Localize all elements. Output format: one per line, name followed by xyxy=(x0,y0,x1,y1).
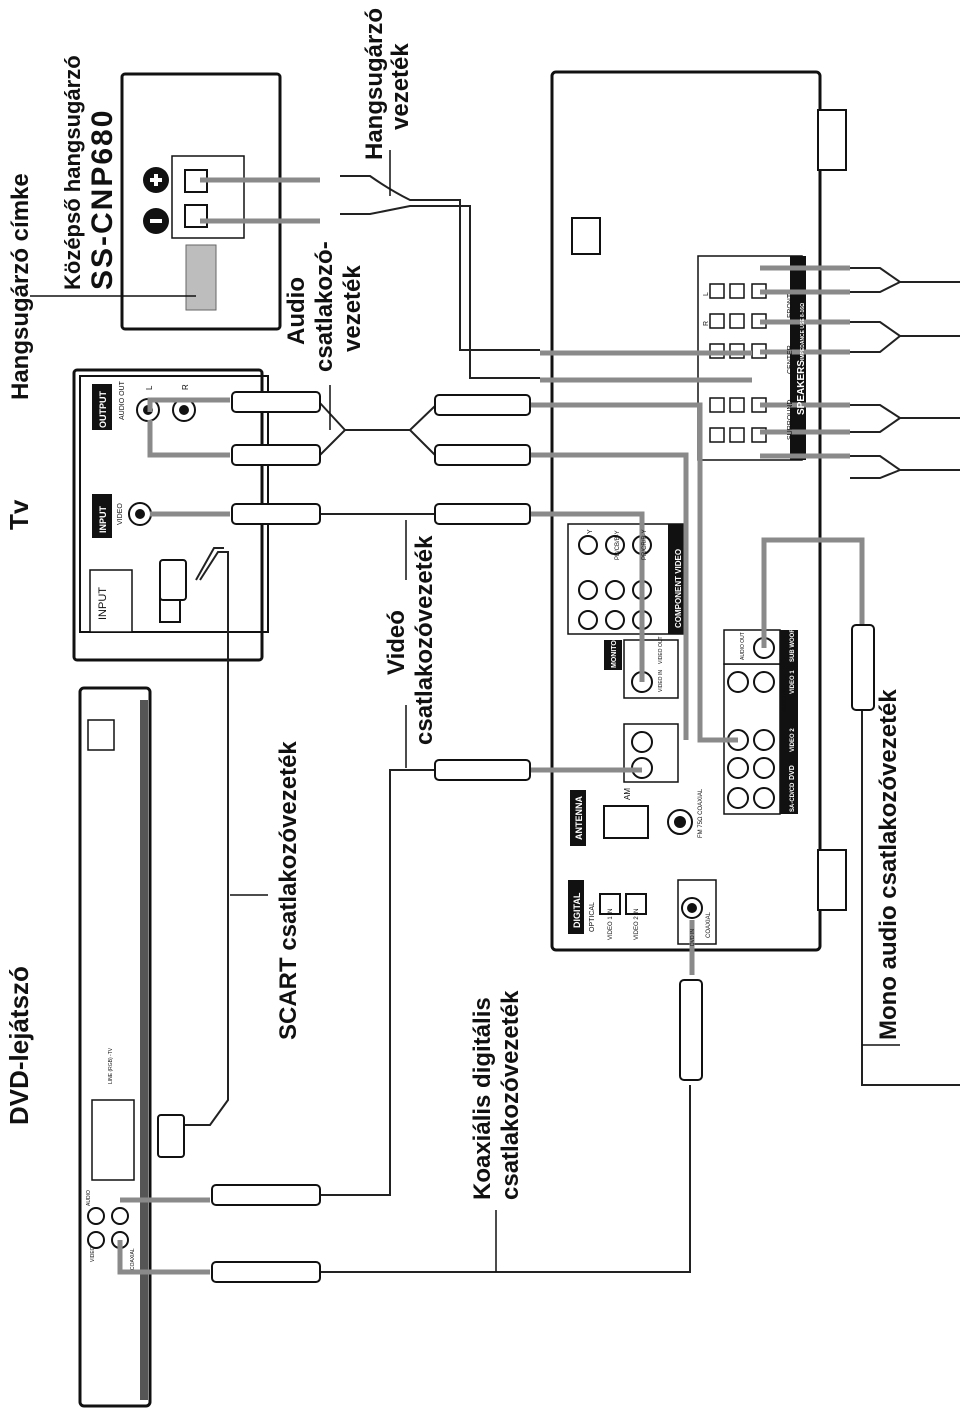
rx-l-label: L xyxy=(703,292,710,296)
rx-dvd-in-label: DVD IN xyxy=(690,929,696,946)
rx-pb-label: PB/CB/B-Y xyxy=(615,530,621,560)
tv-output-label: OUTPUT xyxy=(98,391,108,429)
coax-cable-label-2: csatlakozóvezeték xyxy=(497,990,524,1200)
tv-r-label: R xyxy=(181,384,190,390)
mono-cable-label: Mono audio csatlakozóvezeték xyxy=(875,689,902,1040)
rx-am-label: AM xyxy=(623,788,632,800)
tv-scart-input-label: INPUT xyxy=(97,587,109,620)
rx-r-label: R xyxy=(703,321,710,326)
tv-input-label: INPUT xyxy=(98,505,108,533)
scart-cable-label: SCART csatlakozóvezeték xyxy=(275,741,302,1040)
rx-component-video-label: COMPONENT VIDEO xyxy=(674,549,683,628)
rx-video1-label: VIDEO 1 xyxy=(790,670,796,694)
rx-video-in-label: VIDEO IN xyxy=(658,670,664,692)
coax-cable-label-1: Koaxiális digitális xyxy=(469,997,496,1200)
rx-digital-label: DIGITAL xyxy=(572,892,582,928)
tv-video-label: VIDEO xyxy=(117,503,124,525)
leader-lines xyxy=(30,150,900,1272)
rx-pr-label: PR/CR/R-Y xyxy=(642,529,648,560)
rx-monitor-label: MONITOR xyxy=(611,635,618,668)
rx-sub-audio-out-label: AUDIO OUT xyxy=(740,632,746,660)
center-speaker-panel xyxy=(120,72,282,331)
rx-video1-in-label: VIDEO 1 IN xyxy=(608,909,614,940)
audio-cable-label-1: Audio xyxy=(283,277,310,345)
rx-center-label: CENTER xyxy=(787,345,794,374)
audio-cable-label-2: csatlakozó- xyxy=(311,241,338,372)
tv-l-label: L xyxy=(145,385,154,390)
rx-impedance-label: IMPEDANCE USE 8-16Ω xyxy=(800,303,806,360)
cables xyxy=(117,175,960,1275)
rx-y-label: Y xyxy=(587,529,594,534)
dvd-line-label: LINE (RGB) -TV xyxy=(108,1047,114,1084)
rx-optical-label: OPTICAL xyxy=(589,902,596,932)
rx-fm-label: FM 75Ω COAXIAL xyxy=(698,788,704,838)
video-cable-label-2: csatlakozóvezeték xyxy=(411,535,438,745)
video-cable-label-1: Videó xyxy=(383,610,410,675)
speaker-label-label: Hangsugárzó címke xyxy=(7,173,34,400)
rx-front-label: FRONT xyxy=(787,293,794,318)
rx-surround-label: SURROUND xyxy=(787,400,794,440)
tv-audio-out-label: AUDIO OUT xyxy=(119,380,126,420)
dvd-video-label: VIDEO xyxy=(90,1246,96,1262)
rx-video-out-label: VIDEO OUT xyxy=(658,636,664,664)
rx-subwoofer-label: SUB WOOFER xyxy=(790,620,796,662)
rx-dvd-label: DVD xyxy=(789,765,796,780)
speaker-wire-label-1: Hangsugárzó xyxy=(361,8,388,160)
dvd-coaxial-label: COAXIAL xyxy=(130,1248,136,1270)
rx-antenna-label: ANTENNA xyxy=(574,796,584,840)
rx-video2-label: VIDEO 2 xyxy=(790,728,796,752)
center-speaker-model: SS-CNP680 xyxy=(86,109,119,290)
dvd-audio-label: AUDIO xyxy=(86,1190,92,1206)
speaker-wire-label-2: vezeték xyxy=(387,43,414,130)
dvd-player-panel xyxy=(78,686,152,1408)
rca-plugs xyxy=(157,391,875,1283)
center-speaker-label: Középső hangsugárzó xyxy=(60,55,85,290)
rx-sacd-label: SA-CD/CD xyxy=(790,782,796,812)
tv-label: Tv xyxy=(4,499,34,530)
rx-audio-in-label: AUDIO IN xyxy=(782,689,788,712)
dvd-player-label: DVD-lejátszó xyxy=(4,966,34,1125)
audio-cable-label-3: vezeték xyxy=(339,265,366,352)
rx-video2-in-label: VIDEO 2 IN xyxy=(634,909,640,940)
rx-coaxial-label: COAXIAL xyxy=(706,911,712,938)
rx-speakers-label: SPEAKERS xyxy=(796,360,807,415)
